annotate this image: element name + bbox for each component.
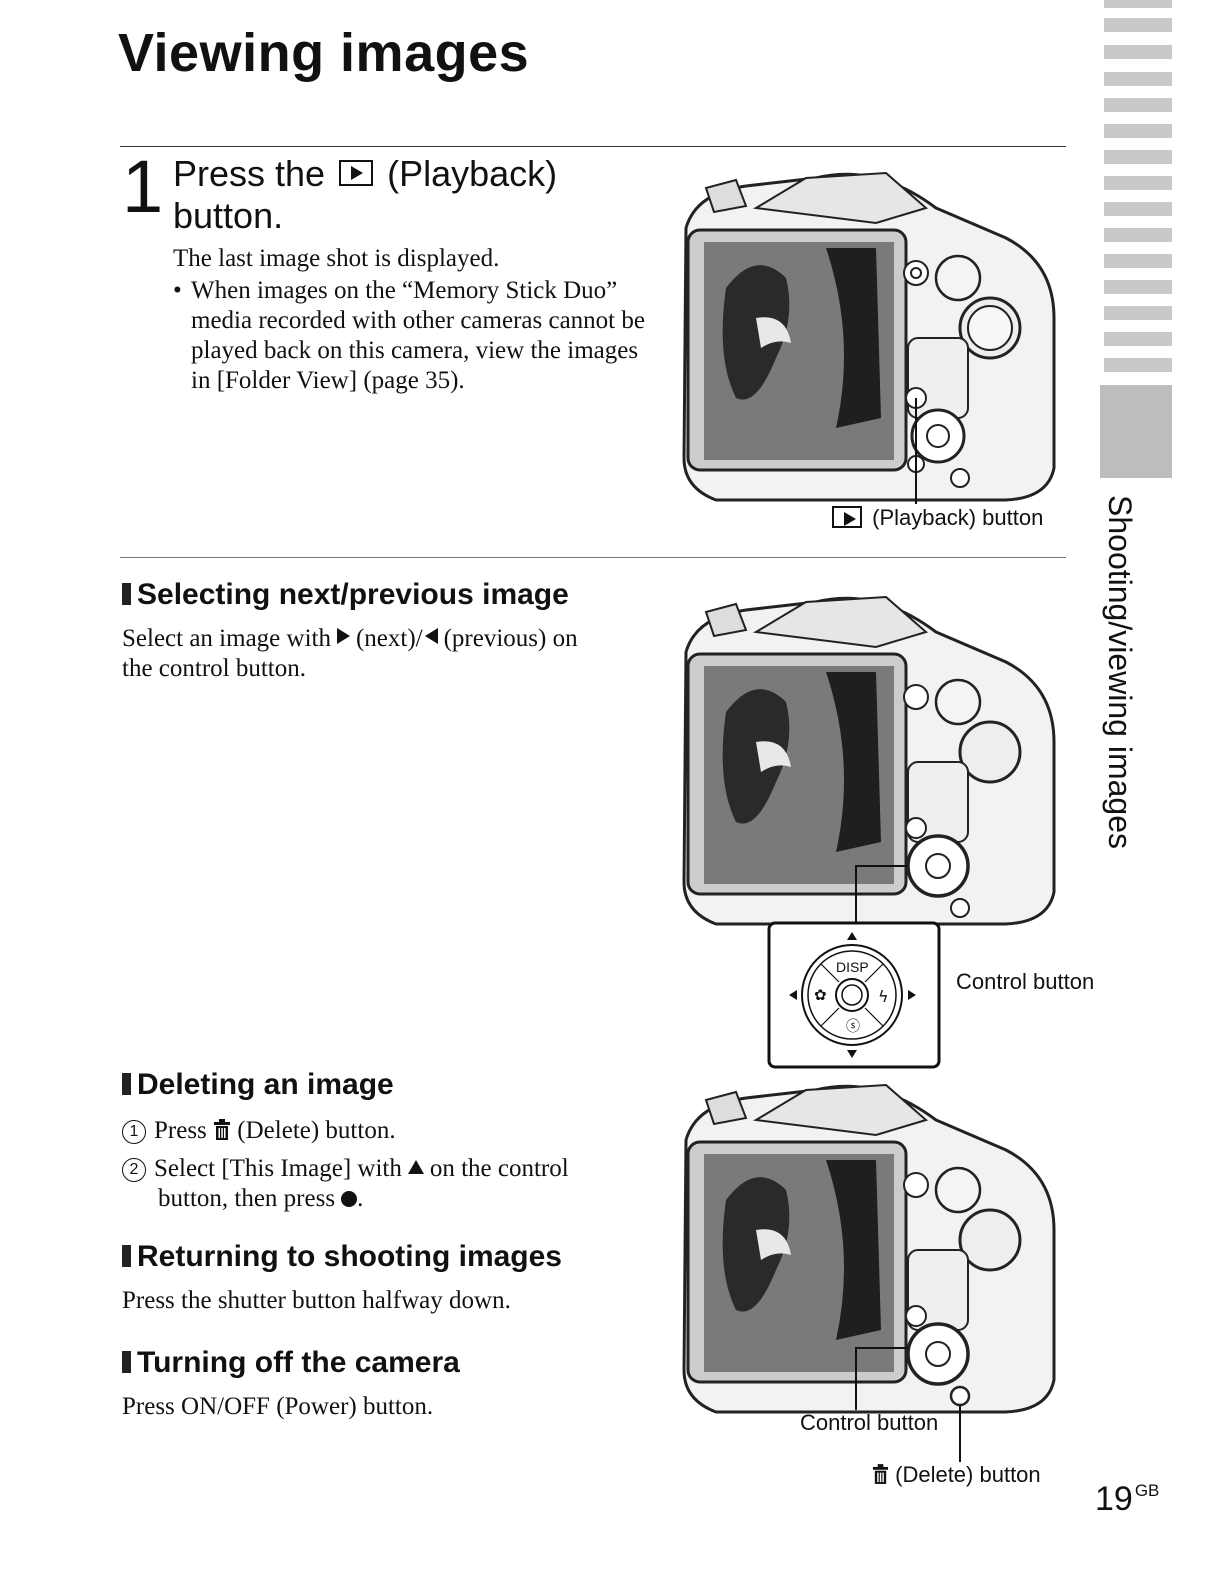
up-triangle-icon bbox=[407, 1160, 424, 1174]
playback-icon bbox=[832, 506, 862, 529]
playback-icon bbox=[339, 160, 374, 187]
heading-bar-icon bbox=[122, 1245, 131, 1267]
heading-bar-icon bbox=[122, 1073, 131, 1095]
bullet-icon: • bbox=[173, 277, 182, 304]
turnoff-text: Press ON/OFF (Power) button. bbox=[122, 1393, 434, 1420]
select-text: Select an image with(next)/(previous) on… bbox=[122, 625, 578, 682]
heading-returning: Returning to shooting images bbox=[122, 1240, 562, 1274]
svg-text:ϟ: ϟ bbox=[878, 987, 889, 1006]
step-heading-pre: Press the bbox=[173, 153, 326, 194]
svg-text:✿: ✿ bbox=[814, 986, 827, 1004]
side-section-label: Shooting/viewing images bbox=[1102, 495, 1138, 849]
step-note-text: When images on the “Memory Stick Duo” me… bbox=[191, 277, 645, 394]
next-triangle-icon bbox=[336, 628, 350, 644]
camera-illustration-control bbox=[682, 595, 1056, 926]
section-rule bbox=[120, 557, 1066, 558]
trash-icon bbox=[214, 1119, 231, 1140]
disp-label: DISP bbox=[836, 959, 869, 975]
svg-text:ⓢ: ⓢ bbox=[846, 1019, 860, 1035]
playback-button-callout: (Playback) button bbox=[828, 505, 1043, 531]
control-button-callout-2: Control button bbox=[800, 1410, 939, 1435]
step-number: 1 bbox=[122, 145, 164, 228]
heading-bar-icon bbox=[122, 583, 131, 605]
camera-illustration-playback bbox=[682, 171, 1056, 504]
heading-bar-icon bbox=[122, 1351, 131, 1373]
step-heading-post: (Playback) button. bbox=[173, 153, 558, 236]
step-circle-1: 1 bbox=[122, 1120, 146, 1144]
title-rule bbox=[120, 146, 1066, 147]
step-circle-2: 2 bbox=[122, 1158, 146, 1182]
control-button-detail: DISP ✿ ϟ ⓢ bbox=[767, 921, 941, 1069]
step-description: The last image shot is displayed. bbox=[173, 245, 500, 272]
returning-text: Press the shutter button halfway down. bbox=[122, 1287, 511, 1314]
step-heading: Press the (Playback) button. bbox=[173, 153, 653, 237]
section-tab-stripes bbox=[1100, 0, 1172, 478]
heading-turn-off: Turning off the camera bbox=[122, 1346, 460, 1380]
heading-delete-image: Deleting an image bbox=[122, 1068, 394, 1102]
center-dot-icon bbox=[341, 1191, 358, 1207]
camera-illustration-delete bbox=[682, 1083, 1056, 1462]
control-button-callout: Control button bbox=[956, 969, 1095, 994]
heading-select-image: Selecting next/previous image bbox=[122, 578, 569, 612]
trash-icon bbox=[872, 1464, 889, 1484]
step-note: • When images on the “Memory Stick Duo” … bbox=[173, 276, 653, 396]
prev-triangle-icon bbox=[424, 628, 438, 644]
delete-button-callout: (Delete) button bbox=[872, 1462, 1041, 1488]
page-title: Viewing images bbox=[118, 23, 530, 83]
